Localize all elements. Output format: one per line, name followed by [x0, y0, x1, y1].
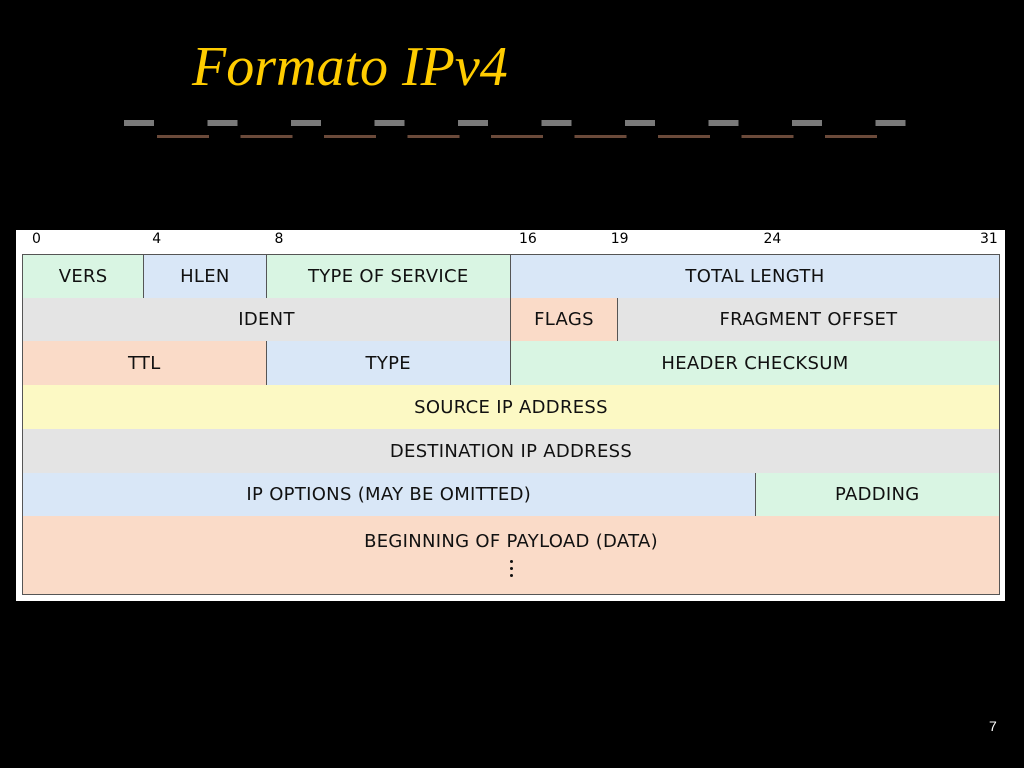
- dash-top: [708, 120, 739, 126]
- header-row: TTL TYPE HEADER CHECKSUM: [22, 341, 1000, 386]
- field-fragment-offset: FRAGMENT OFFSET: [617, 298, 1000, 342]
- field-label: IDENT: [238, 309, 295, 330]
- dash-top: [124, 120, 154, 126]
- field-label: TYPE: [365, 352, 411, 374]
- field-total-length: TOTAL LENGTH: [511, 254, 1000, 299]
- field-source-ip-address: SOURCE IP ADDRESS: [22, 385, 1000, 430]
- field-ttl: TTL: [22, 341, 267, 386]
- field-label: FLAGS: [534, 309, 594, 330]
- dash-top: [291, 120, 321, 126]
- vertical-ellipsis-icon: [509, 560, 513, 577]
- dash-top: [875, 120, 906, 126]
- field-label: FRAGMENT OFFSET: [719, 309, 898, 330]
- dash-top: [458, 120, 488, 126]
- field-header-checksum: HEADER CHECKSUM: [511, 341, 1000, 386]
- field-flags: FLAGS: [511, 298, 618, 342]
- dash-bottom: [491, 135, 543, 138]
- field-label: SOURCE IP ADDRESS: [414, 396, 608, 418]
- bit-label: 24: [763, 231, 782, 247]
- dash-top: [374, 120, 405, 126]
- bit-label: 31: [980, 231, 998, 247]
- field-label: VERS: [58, 266, 108, 287]
- header-row: VERS HLEN TYPE OF SERVICE TOTAL LENGTH: [22, 254, 1000, 299]
- dash-bottom: [658, 135, 710, 138]
- field-padding: PADDING: [755, 473, 1000, 517]
- bit-label: 4: [152, 231, 162, 247]
- dash-top: [541, 120, 572, 126]
- dash-bottom: [157, 135, 209, 138]
- dash-bottom: [741, 135, 794, 138]
- dash-bottom: [825, 135, 877, 138]
- field-ident: IDENT: [22, 298, 511, 342]
- bit-label: 8: [274, 231, 284, 247]
- field-label: HEADER CHECKSUM: [661, 352, 849, 374]
- header-row: DESTINATION IP ADDRESS: [22, 429, 1000, 474]
- field-label: TOTAL LENGTH: [685, 266, 825, 287]
- dash-bottom: [324, 135, 376, 138]
- header-row: IP OPTIONS (MAY BE OMITTED) PADDING: [22, 473, 1000, 517]
- field-label: PADDING: [834, 484, 920, 505]
- header-row: IDENT FLAGS FRAGMENT OFFSET: [22, 298, 1000, 342]
- field-ip-options-may-be-omitted: IP OPTIONS (MAY BE OMITTED): [22, 473, 756, 517]
- field-label: BEGINNING OF PAYLOAD (DATA): [364, 531, 658, 552]
- dash-top: [625, 120, 655, 126]
- field-beginning-of-payload-data: BEGINNING OF PAYLOAD (DATA): [22, 516, 1000, 595]
- decorative-dash-rule: [124, 120, 906, 138]
- dash-top: [207, 120, 238, 126]
- field-type: TYPE: [266, 341, 511, 386]
- dash-top: [792, 120, 822, 126]
- field-label: DESTINATION IP ADDRESS: [389, 440, 633, 462]
- field-destination-ip-address: DESTINATION IP ADDRESS: [22, 429, 1000, 474]
- bit-label: 0: [32, 231, 41, 247]
- header-row: SOURCE IP ADDRESS: [22, 385, 1000, 430]
- field-vers: VERS: [22, 254, 145, 299]
- bit-label: 19: [610, 231, 629, 247]
- field-type-of-service: TYPE OF SERVICE: [266, 254, 511, 299]
- field-hlen: HLEN: [144, 254, 267, 299]
- field-label: TTL: [127, 352, 161, 374]
- field-label: IP OPTIONS (MAY BE OMITTED): [246, 484, 532, 505]
- field-label: HLEN: [180, 266, 230, 287]
- dash-bottom: [574, 135, 627, 138]
- header-row: BEGINNING OF PAYLOAD (DATA): [22, 516, 1000, 595]
- dash-bottom: [407, 135, 460, 138]
- field-label: TYPE OF SERVICE: [307, 266, 469, 287]
- slide-title: Formato IPv4: [192, 36, 508, 98]
- dash-bottom: [240, 135, 293, 138]
- slide-number: 7: [989, 718, 997, 734]
- bit-label: 16: [519, 231, 537, 247]
